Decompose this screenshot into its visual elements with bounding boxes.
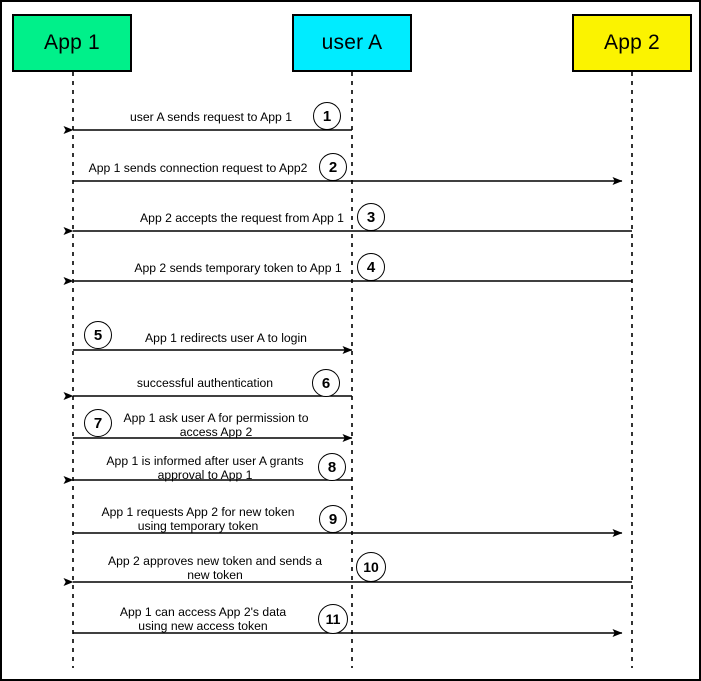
message-number-badge-2: 2 [319,153,347,181]
message-number-badge-8: 8 [318,453,346,481]
message-number-badge-10: 10 [356,552,386,582]
actor-label: user A [321,31,383,54]
actor-box-app2[interactable]: App 2 [572,14,692,72]
message-number-badge-5: 5 [84,321,112,349]
actor-label: App 2 [604,31,660,54]
message-number-badge-1: 1 [313,102,341,130]
actor-label: App 1 [44,31,100,54]
lifelines-group [72,72,633,668]
message-number-badge-11: 11 [318,604,348,634]
message-number-badge-3: 3 [357,203,385,231]
actor-box-app1[interactable]: App 1 [12,14,132,72]
actor-box-userA[interactable]: user A [292,14,412,72]
message-number-badge-4: 4 [357,253,385,281]
message-number-badge-7: 7 [84,409,112,437]
message-arrows-group [63,126,632,637]
message-number-badge-9: 9 [319,505,347,533]
message-number-badge-6: 6 [312,369,340,397]
